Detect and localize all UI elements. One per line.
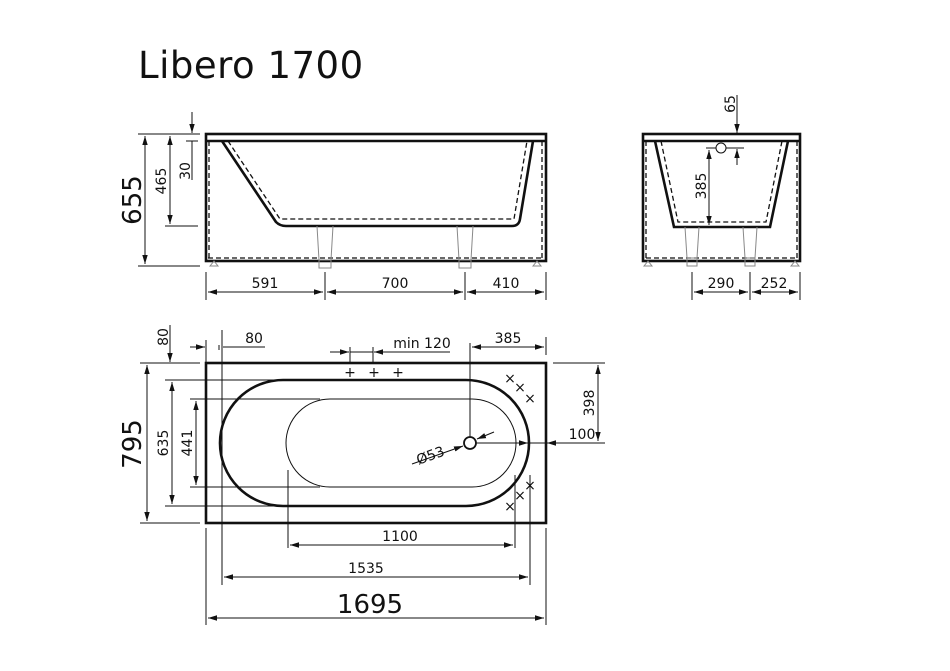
- svg-text:×: ×: [514, 488, 526, 504]
- end-panel-outline: [641, 132, 802, 263]
- overflow-icon: [715, 142, 727, 154]
- dim-leg-spacing: 700: [382, 276, 409, 292]
- svg-text:+: +: [392, 365, 404, 381]
- tap-positions: + + +: [344, 365, 404, 381]
- dim-overflow-height: 385: [694, 173, 710, 200]
- dim-drain-inset: 100: [569, 427, 596, 443]
- dim-overflow-from-rim: 65: [723, 95, 739, 113]
- dim-total-height: 655: [118, 175, 148, 225]
- dim-bottom-width: 441: [180, 430, 196, 457]
- dim-drain-from-top: 398: [582, 390, 598, 417]
- side-leg-left: [316, 225, 334, 269]
- svg-text:×: ×: [524, 478, 536, 494]
- dim-rim-thickness: 30: [178, 162, 194, 180]
- plan-view: 795 635 441 80 80 + + + min 120 385: [118, 325, 605, 625]
- dim-drain-from-right: 385: [495, 331, 522, 347]
- dim-bottom-length: 1100: [382, 529, 418, 545]
- svg-text:×: ×: [524, 391, 536, 407]
- dim-tap-spacing: min 120: [393, 336, 451, 352]
- product-title: Libero 1700: [138, 44, 364, 87]
- dim-inner-depth: 465: [154, 168, 170, 195]
- svg-text:+: +: [344, 365, 356, 381]
- end-view: 65 385 290 252: [641, 95, 802, 300]
- mounting-marks: × × × × × ×: [504, 371, 536, 515]
- side-view: 655 465 30 591 700 410: [118, 112, 548, 300]
- svg-text:×: ×: [514, 380, 526, 396]
- dim-drain-diameter: Ø53: [414, 444, 447, 469]
- svg-text:×: ×: [504, 371, 516, 387]
- dim-rim-left: 80: [245, 331, 263, 347]
- side-basin-outline: [220, 140, 535, 228]
- dim-end-leg-spacing: 290: [708, 276, 735, 292]
- dim-leg-offset-left: 591: [252, 276, 279, 292]
- svg-text:+: +: [368, 365, 380, 381]
- dim-leg-offset-right: 410: [493, 276, 520, 292]
- drain-icon: [463, 436, 477, 450]
- end-basin-outline: [653, 140, 790, 229]
- side-panel-outline: [204, 132, 548, 263]
- plan-basin-outline: [218, 378, 531, 508]
- dim-rim-top: 80: [156, 328, 172, 346]
- dim-overall-length: 1695: [337, 590, 403, 620]
- dim-inner-length: 1535: [348, 561, 384, 577]
- plan-bottom-outline: [285, 398, 517, 488]
- dim-inner-width: 635: [156, 430, 172, 457]
- side-leg-right: [456, 225, 474, 269]
- svg-text:×: ×: [504, 499, 516, 515]
- dim-end-leg-offset: 252: [761, 276, 788, 292]
- dim-overall-width: 795: [118, 419, 148, 469]
